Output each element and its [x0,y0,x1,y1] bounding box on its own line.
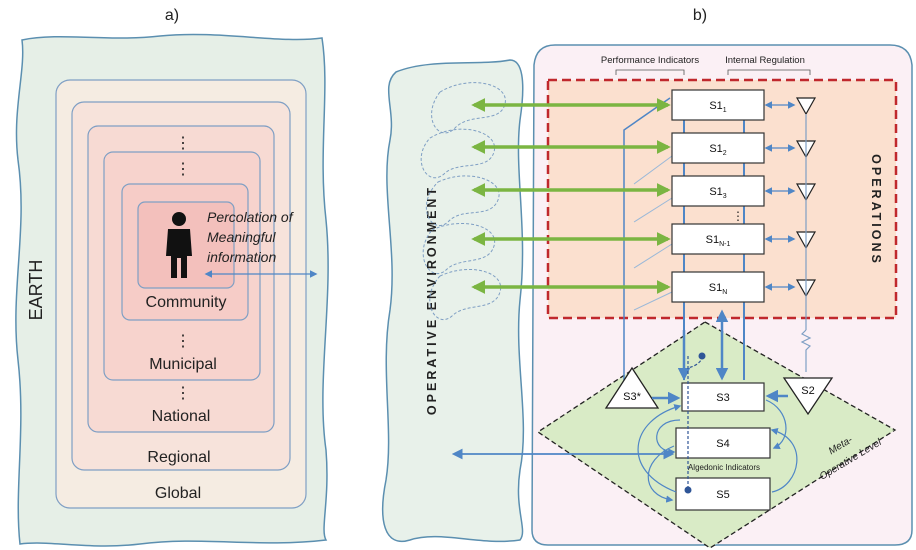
s4-s5-loop-right [770,427,798,493]
svg-text:S3*: S3* [623,391,641,403]
level-community: Community [146,294,227,311]
internal-regulation-label: Internal Regulation [725,55,805,66]
algedonic-hook [687,355,703,369]
percolation-line-1: Percolation of [207,209,295,225]
level-national: National [152,408,211,425]
percolation-line-2: Meaningful [207,229,276,245]
s3-s4-loop-right [765,399,787,449]
panel-b-label: b) [693,7,707,24]
operations-label: OPERATIONS [869,154,883,266]
panel-a-label: a) [165,7,179,24]
svg-text:S1N-1: S1N-1 [706,234,731,248]
svg-text:S2: S2 [801,385,814,397]
svg-text:S11: S11 [709,100,726,114]
level-municipal: Municipal [149,356,217,373]
operative-environment-shape [381,59,525,543]
svg-text:S5: S5 [716,489,729,501]
s1-units: S11 S12 S13 S1N-1 S1N [671,89,765,303]
level-global: Global [155,485,201,502]
s1-ellipsis: ⋮ [732,209,744,223]
s4-box: S4 [675,427,771,459]
algedonic-indicators-label: Algedonic Indicators [688,463,760,472]
environment-arrows [471,98,671,294]
s1-unit-1: S11 [671,89,765,121]
s1-unit-3: S13 [671,175,765,207]
svg-text:S1N: S1N [709,282,728,296]
s1-unit-n-1: S1N-1 [671,223,765,255]
environment-dashed-blobs [420,82,506,321]
person-icon [166,212,192,278]
level-regional: Regional [147,449,210,466]
s3star-triangle: S3* [604,366,660,409]
s5-box: S5 [675,477,771,511]
dots-4: ⋮ [175,385,191,402]
algedonic-dot-bottom [684,486,692,494]
performance-indicators-label: Performance Indicators [601,55,699,66]
percolation-line-3: information [207,249,276,265]
earth-label: EARTH [26,260,46,321]
svg-text:S12: S12 [709,143,726,157]
regulation-resistor [800,329,812,372]
svg-text:S4: S4 [716,438,729,450]
s3-s5-outer-loop [637,404,682,493]
operative-environment-label: OPERATIVE ENVIRONMENT [425,185,439,415]
s1-unit-n: S1N [671,271,765,303]
dots-1: ⋮ [175,135,191,152]
performance-indicators-bracket [615,69,685,75]
diagonal-links [633,155,673,311]
dots-2: ⋮ [175,161,191,178]
regulation-arrows [764,101,796,291]
dots-3: ⋮ [175,333,191,350]
svg-text:S13: S13 [709,186,726,200]
svg-text:S3: S3 [716,392,729,404]
s3-box: S3 [681,382,765,412]
internal-regulation-bracket [727,69,811,75]
s2-triangle: S2 [782,377,834,416]
s1-unit-2: S12 [671,132,765,164]
